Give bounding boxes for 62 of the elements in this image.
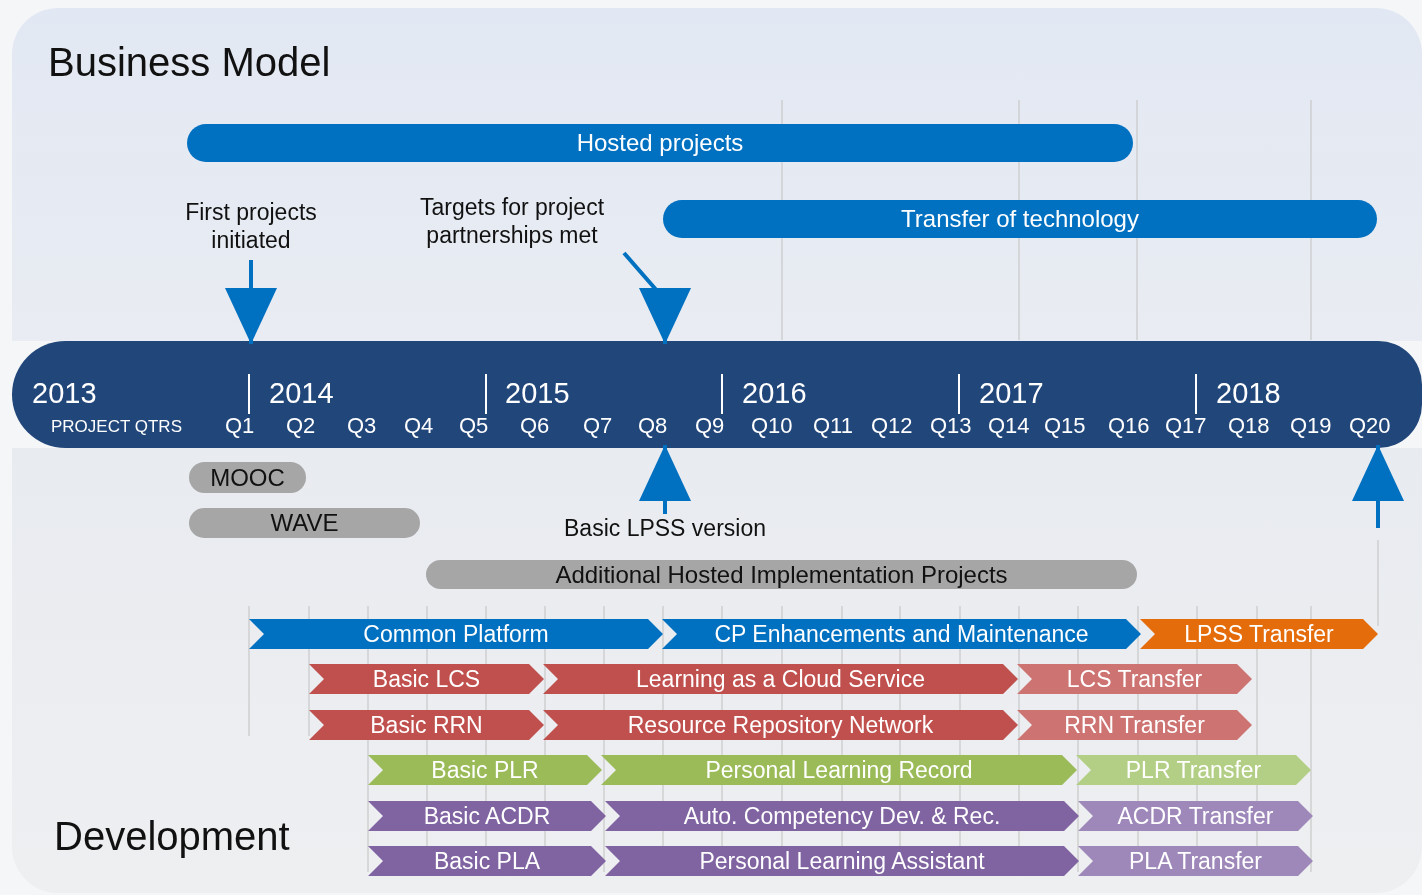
- chevron-bar: Basic PLR: [368, 755, 602, 785]
- quarter-label: Q17: [1165, 413, 1207, 439]
- chevron-bar: ACDR Transfer: [1078, 801, 1313, 831]
- chevron-bar: PLA Transfer: [1078, 846, 1313, 876]
- quarter-label: Q12: [871, 413, 913, 439]
- year-label: 2017: [979, 377, 1044, 410]
- year-label: 2015: [505, 377, 570, 410]
- section-panel: [12, 8, 1422, 341]
- quarter-label: Q4: [404, 413, 434, 439]
- chevron-bar: Basic PLA: [368, 846, 606, 876]
- chevron-bar: Common Platform: [249, 619, 663, 649]
- quarter-label: Q1: [225, 413, 255, 439]
- quarter-label: Q2: [286, 413, 316, 439]
- chevron-bar: Basic LCS: [309, 664, 544, 694]
- annotation-text: Targets for project partnerships met: [392, 193, 632, 253]
- quarter-label: Q20: [1349, 413, 1391, 439]
- quarter-label: Q3: [347, 413, 377, 439]
- project-bar: MOOC: [189, 462, 306, 493]
- quarter-label: Q15: [1044, 413, 1086, 439]
- chevron-bar: Personal Learning Record: [601, 755, 1077, 785]
- quarter-label: Q10: [751, 413, 793, 439]
- annotation-text: First projects initiated: [165, 198, 337, 260]
- chevron-bar: Personal Learning Assistant: [605, 846, 1079, 876]
- quarter-label: Q11: [813, 413, 853, 439]
- chevron-bar: RRN Transfer: [1017, 710, 1252, 740]
- chevron-bar: Learning as a Cloud Service: [543, 664, 1018, 694]
- quarter-label: Q18: [1228, 413, 1270, 439]
- year-label: 2016: [742, 377, 807, 410]
- quarter-label: Q6: [520, 413, 550, 439]
- quarter-label: Q8: [638, 413, 668, 439]
- quarter-label: Q16: [1108, 413, 1150, 439]
- chevron-bar: Resource Repository Network: [543, 710, 1018, 740]
- quarter-label: Q19: [1290, 413, 1332, 439]
- chevron-bar: CP Enhancements and Maintenance: [662, 619, 1141, 649]
- arrow: [1352, 445, 1404, 528]
- chevron-bar: LCS Transfer: [1017, 664, 1252, 694]
- quarter-label: Q9: [695, 413, 725, 439]
- year-label: 2018: [1216, 377, 1281, 410]
- project-bar: Hosted projects: [187, 124, 1133, 162]
- section-panel: [12, 448, 1422, 893]
- project-bar: WAVE: [189, 508, 420, 538]
- project-bar: Additional Hosted Implementation Projects: [426, 560, 1137, 589]
- year-label: 2014: [269, 377, 334, 410]
- chevron-bar: Basic RRN: [309, 710, 544, 740]
- arrow: [622, 251, 691, 344]
- quarter-label: Q13: [930, 413, 972, 439]
- annotation-text: Basic LPSS version: [548, 514, 782, 548]
- timeline-band: [12, 341, 1422, 448]
- year-label: 2013: [32, 377, 97, 410]
- chevron-bar: Auto. Competency Dev. & Rec.: [605, 801, 1079, 831]
- section-heading: Business Model: [48, 40, 331, 85]
- arrow: [225, 260, 277, 344]
- quarter-label: Q7: [583, 413, 613, 439]
- quarter-label: Q14: [988, 413, 1030, 439]
- arrow: [639, 445, 691, 514]
- project-bar: Transfer of technology: [663, 200, 1377, 238]
- axis-caption: PROJECT QTRS: [51, 417, 182, 437]
- chevron-bar: PLR Transfer: [1076, 755, 1311, 785]
- section-heading: Development: [54, 814, 290, 859]
- chevron-bar: Basic ACDR: [368, 801, 606, 831]
- quarter-label: Q5: [459, 413, 489, 439]
- chevron-bar: LPSS Transfer: [1140, 619, 1378, 649]
